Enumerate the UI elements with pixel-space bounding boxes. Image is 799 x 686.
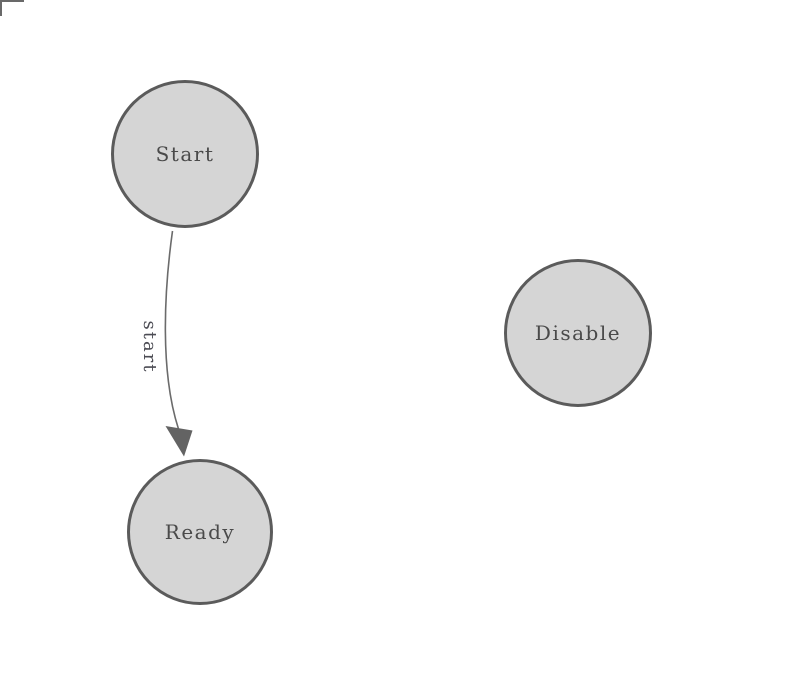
state-node-disable-label: Disable <box>534 321 622 345</box>
state-node-disable[interactable]: Disable <box>504 259 652 407</box>
transition-label: start <box>139 320 160 374</box>
state-node-start-label: Start <box>155 142 215 166</box>
transition-edge-start-to-ready[interactable] <box>164 230 180 430</box>
state-node-ready[interactable]: Ready <box>127 459 273 605</box>
state-node-start[interactable]: Start <box>111 80 259 228</box>
arrowhead-icon <box>165 426 193 457</box>
state-node-ready-label: Ready <box>164 520 236 544</box>
canvas-origin-corner-icon <box>0 0 24 16</box>
